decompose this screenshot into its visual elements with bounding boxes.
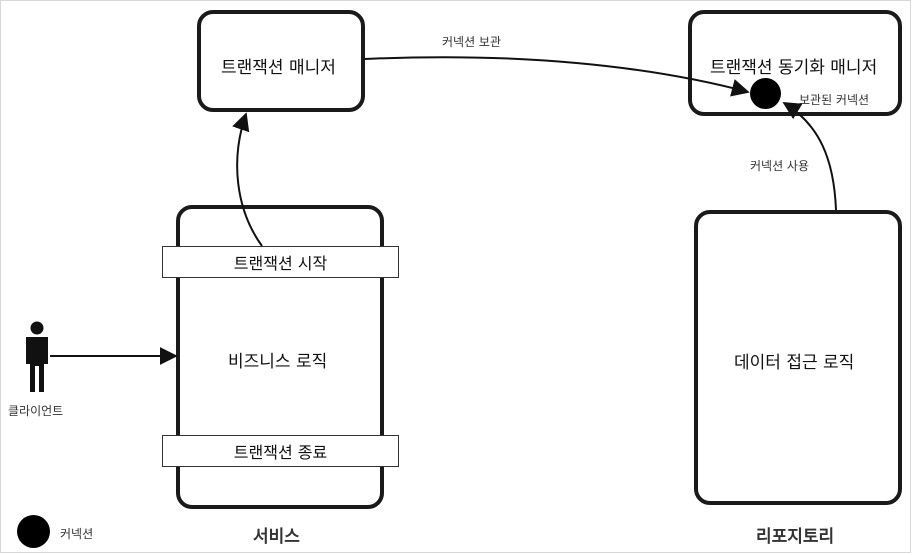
repository-box: 데이터 접근 로직 bbox=[694, 210, 902, 505]
service-caption: 서비스 bbox=[253, 527, 300, 547]
transaction-manager-title: 트랜잭션 매니저 bbox=[221, 58, 336, 78]
legend-connection-dot bbox=[17, 515, 50, 548]
use-connection-label: 커넥션 사용 bbox=[750, 159, 810, 173]
start-transaction-arrow bbox=[232, 112, 263, 247]
stored-connection-label: 보관된 커넥션 bbox=[799, 93, 870, 107]
transaction-sync-manager-title: 트랜잭션 동기화 매니저 bbox=[710, 58, 878, 78]
use-connection-arrow bbox=[782, 102, 837, 211]
data-access-logic-label: 데이터 접근 로직 bbox=[734, 353, 855, 373]
transaction-start-bar: 트랜잭션 시작 bbox=[162, 246, 399, 278]
client-person-icon bbox=[26, 321, 48, 392]
store-connection-arrow bbox=[364, 56, 750, 97]
stored-connection-dot bbox=[750, 78, 781, 109]
legend-connection-label: 커넥션 bbox=[60, 527, 94, 541]
transaction-manager-box: 트랜잭션 매니저 bbox=[197, 10, 365, 112]
business-logic-label: 비즈니스 로직 bbox=[228, 352, 328, 372]
repository-caption: 리포지토리 bbox=[756, 527, 835, 547]
store-connection-label: 커넥션 보관 bbox=[442, 35, 502, 49]
client-label: 클라이언트 bbox=[8, 404, 64, 418]
transaction-end-bar: 트랜잭션 종료 bbox=[162, 435, 399, 467]
